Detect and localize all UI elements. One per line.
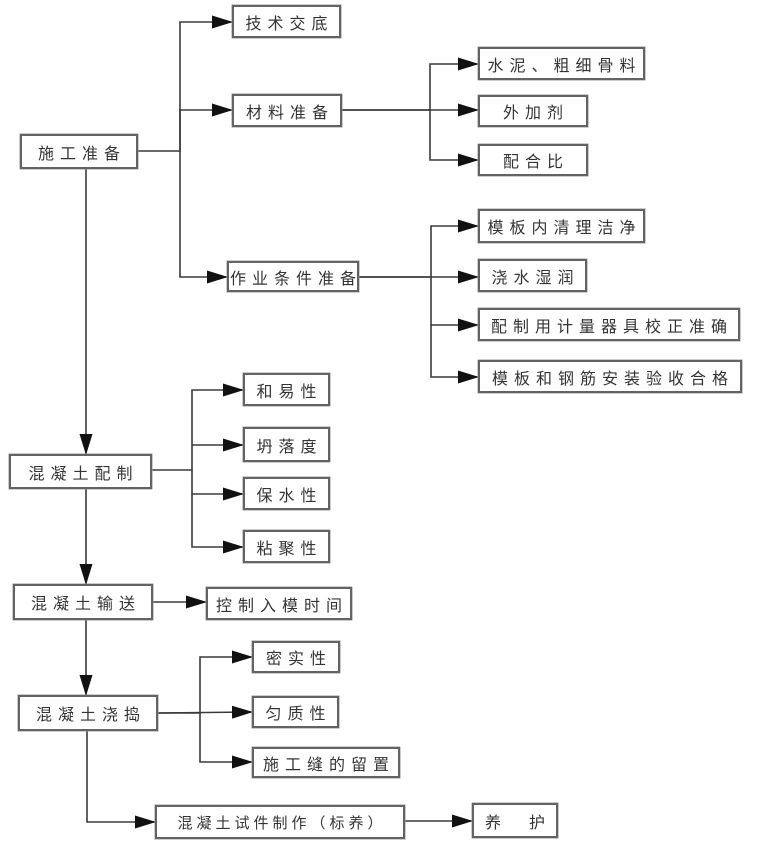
edge-jiaodao-to-mishi: [158, 650, 253, 714]
edge-shigong-to-zuoye: [179, 151, 228, 284]
flow-node-yunzhixing: 匀质性: [252, 696, 339, 728]
edge-zuoye-to-qingli: [359, 219, 479, 278]
edge-shigong-to-jishu: [138, 15, 233, 152]
flow-node-hnt-jiaodao: 混凝土浇捣: [18, 695, 158, 731]
flow-node-zuoye-tiaojian: 作业条件准备: [227, 261, 359, 292]
edge-cailiao-to-shuini: [342, 57, 479, 111]
flow-node-hnt-shusong: 混凝土输送: [13, 584, 153, 620]
edge-peizhi-to-heyixing: [152, 383, 244, 471]
flow-node-muban-gangjin: 模板和钢筋安装验收合格: [478, 360, 742, 393]
flow-node-muban-qingli: 模板内清理洁净: [478, 209, 645, 243]
flow-node-peihebi: 配合比: [478, 144, 588, 176]
flow-node-yanghu: 养 护: [472, 803, 558, 838]
flow-node-jishu-jiaodi: 技术交底: [232, 5, 341, 38]
flow-node-nianjuxing: 粘聚性: [243, 530, 330, 563]
flow-node-shijian-zhizuo: 混凝土试件制作（标养）: [155, 805, 405, 839]
edge-peizhi-to-nianju: [191, 494, 244, 554]
edge-jiaodao-to-shigongfeng: [199, 713, 253, 769]
flow-node-hnt-peizhi: 混凝土配制: [9, 454, 152, 489]
flow-node-tanluodu: 坍落度: [243, 427, 330, 462]
flow-node-shuini-guliao: 水泥、粗细骨料: [478, 47, 645, 80]
flow-node-baoshuixing: 保水性: [243, 477, 330, 510]
connector-edges: [79, 15, 479, 829]
edge-jiaodao-to-shijian: [86, 731, 156, 829]
flow-node-shigong-zhunbei: 施工准备: [20, 134, 138, 169]
flow-node-shigongfeng: 施工缝的留置: [252, 747, 400, 778]
flow-node-jiliang-qiju: 配制用计量器具校正准确: [478, 308, 740, 341]
edge-jiaodao-to-yunzhi: [157, 705, 253, 719]
edge-peizhi-to-baoshui: [191, 470, 244, 501]
flow-node-waijiaji: 外加剂: [478, 95, 588, 127]
edge-zuoye-to-jiliang: [430, 277, 479, 332]
edge-shigong-to-cailiao: [179, 103, 233, 151]
flow-node-heyixing: 和易性: [243, 373, 330, 406]
flow-node-mishixing: 密实性: [252, 641, 340, 673]
edge-cailiao-to-peihebi: [429, 110, 479, 167]
flow-node-jiaoshui-shirun: 浇水湿润: [478, 259, 587, 292]
flow-node-kongzhi-rumo: 控制入模时间: [206, 587, 352, 620]
flow-node-cailiao-zhunbei: 材料准备: [232, 94, 342, 127]
edge-zuoye-to-gangjin: [430, 325, 479, 384]
